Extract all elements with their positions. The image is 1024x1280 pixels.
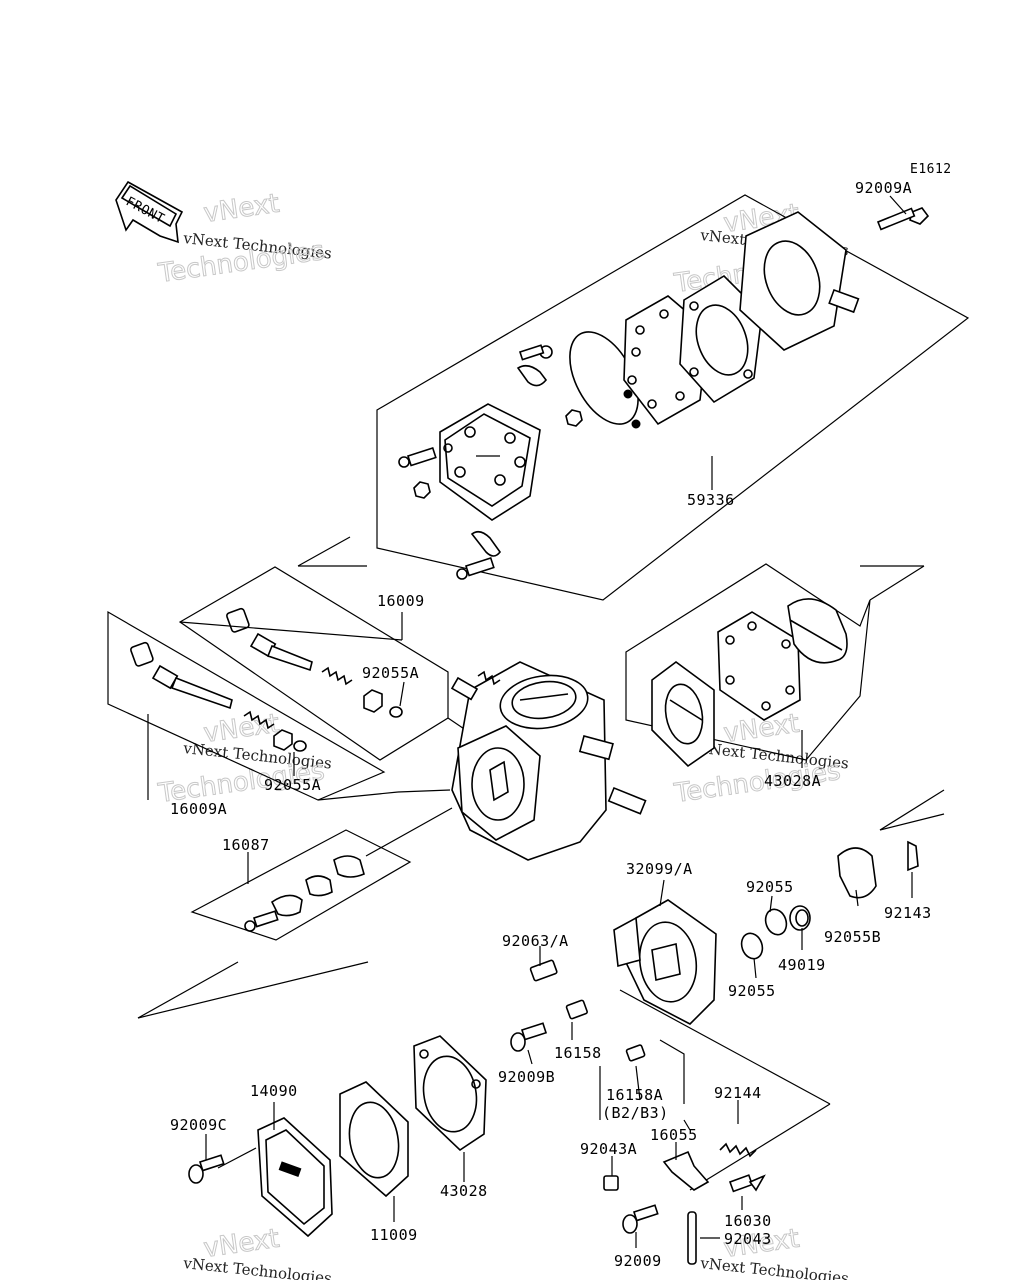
o-ring-icon xyxy=(293,740,307,752)
kit-box-16158A xyxy=(599,989,831,1191)
part-label-14090: 14090 xyxy=(250,1082,298,1100)
part-label-16009: 16009 xyxy=(377,592,425,610)
part-label-92009A: 92009A xyxy=(855,179,912,197)
needle-screw-icon xyxy=(249,632,313,672)
front-arrow-icon: FRONT xyxy=(115,180,184,244)
part-label-43028A: 43028A xyxy=(764,772,821,790)
spring-icon xyxy=(243,710,275,730)
clip-icon xyxy=(907,840,919,872)
washer-icon xyxy=(273,729,293,751)
kit-box-16009A xyxy=(107,610,451,801)
part-label-16009A: 16009A xyxy=(170,800,227,818)
plate-icon xyxy=(333,855,365,878)
nut-icon xyxy=(565,409,583,427)
gasket-part xyxy=(717,611,801,721)
o-ring-icon xyxy=(764,908,788,936)
screw-icon xyxy=(244,910,279,932)
part-label-92144: 92144 xyxy=(714,1084,762,1102)
cap-icon xyxy=(130,641,154,667)
part-label-92009C: 92009C xyxy=(170,1116,227,1134)
needle-icon xyxy=(728,1174,766,1193)
cover-14090-part xyxy=(257,1117,333,1238)
group-line xyxy=(137,961,239,1019)
needle-screw-icon xyxy=(151,664,233,710)
screw-icon xyxy=(565,999,588,1020)
part-label-92055: 92055 xyxy=(746,878,794,896)
group-line xyxy=(879,813,945,831)
svg-text:vNext Technologies: vNext Technologies xyxy=(699,1254,850,1280)
part-label-32099: 32099/A xyxy=(626,860,693,878)
washer-icon xyxy=(363,689,383,713)
part-label-92055B: 92055B xyxy=(824,928,881,946)
part-label-16055: 16055 xyxy=(650,1126,698,1144)
cover-92055B-icon xyxy=(837,847,877,899)
part-label-92143: 92143 xyxy=(884,904,932,922)
plate-icon xyxy=(305,875,333,897)
nut-icon xyxy=(413,481,431,499)
part-label-92009B: 92009B xyxy=(498,1068,555,1086)
screw-icon xyxy=(529,959,558,982)
pin-icon xyxy=(687,1211,697,1265)
part-label-92043A: 92043A xyxy=(580,1140,637,1158)
diaphragm-part xyxy=(787,598,848,664)
part-label-16158A-note: (B2/B3) xyxy=(602,1104,669,1122)
gasket-part xyxy=(651,661,715,768)
part-label-49019: 49019 xyxy=(778,956,826,974)
gasket-part xyxy=(339,1081,409,1198)
part-labels: 92009A 59336 16009 92055A 92055A 16009A … xyxy=(170,179,932,1270)
part-label-16087: 16087 xyxy=(222,836,270,854)
part-label-92055-2: 92055 xyxy=(728,982,776,1000)
watermark-top-left: vNext vNext Technologies Technologies xyxy=(155,188,332,289)
kit-box-16087 xyxy=(190,807,453,941)
float-lever-icon xyxy=(662,1150,710,1191)
screw-icon xyxy=(188,1154,225,1184)
part-label-11009: 11009 xyxy=(370,1226,418,1244)
carburetor-body-part xyxy=(450,661,647,861)
pump-cover-part xyxy=(739,211,860,351)
diaphragm-part xyxy=(413,1035,487,1152)
part-label-16158: 16158 xyxy=(554,1044,602,1062)
o-ring-icon xyxy=(389,706,403,718)
part-label-16030: 16030 xyxy=(724,1212,772,1230)
part-label-92055A-2: 92055A xyxy=(264,776,321,794)
lower-body-part xyxy=(613,899,717,1025)
screw-icon xyxy=(398,446,437,468)
o-ring-icon xyxy=(740,932,764,960)
filter-cap-icon xyxy=(789,905,811,931)
part-label-92055A: 92055A xyxy=(362,664,419,682)
screw-icon xyxy=(622,1204,659,1234)
pump-body-part xyxy=(439,403,541,521)
part-label-43028: 43028 xyxy=(440,1182,488,1200)
cap-icon xyxy=(226,607,250,633)
group-line xyxy=(879,789,945,831)
screw-icon xyxy=(456,556,495,580)
part-label-59336: 59336 xyxy=(687,491,735,509)
valve-flap-icon xyxy=(470,530,501,557)
diagram-code: E1612 xyxy=(910,162,952,177)
part-label-16158A: 16158A xyxy=(606,1086,663,1104)
spring-icon xyxy=(321,666,353,686)
spring-icon xyxy=(719,1142,757,1158)
watermark-bottom-right: vNext vNext Technologies xyxy=(699,1223,850,1280)
plate-icon xyxy=(270,894,303,917)
plug-icon xyxy=(603,1175,619,1191)
part-label-92063A: 92063/A xyxy=(502,932,569,950)
screw-icon xyxy=(510,1022,548,1052)
svg-text:vNext Technologies: vNext Technologies xyxy=(182,1254,333,1280)
part-label-92043: 92043 xyxy=(724,1230,772,1248)
svg-text:vNext: vNext xyxy=(202,189,281,229)
leader-lines xyxy=(147,195,913,1248)
screw-icon xyxy=(625,1044,646,1062)
part-label-92009: 92009 xyxy=(614,1252,662,1270)
group-line xyxy=(137,961,369,1019)
kit-box-59336 xyxy=(297,194,970,601)
valve-flap-icon xyxy=(516,344,553,387)
